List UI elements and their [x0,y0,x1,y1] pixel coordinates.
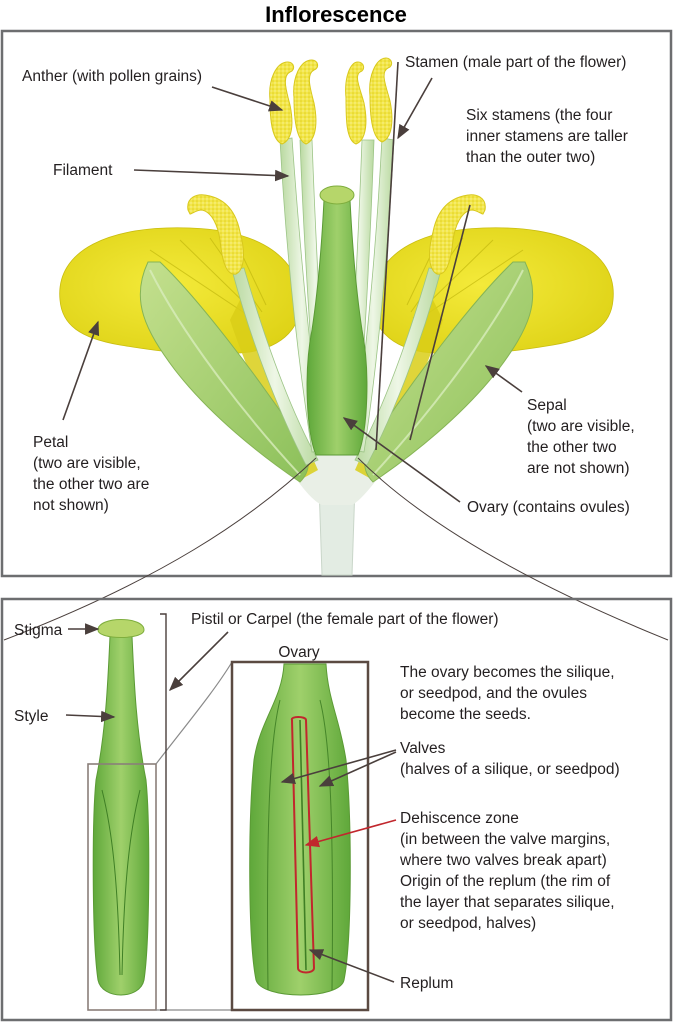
style [92,635,150,996]
arrow-dehiscence [304,819,397,848]
pistil-bracket [160,613,167,1011]
label-ovary-becomes: The ovary becomes the silique, or seedpo… [400,664,619,723]
arrow-replum [308,949,395,983]
arrow-stamen [397,77,433,140]
arrow-anther [211,86,284,112]
ovary-detail [249,663,351,996]
ovary-zoom-box [230,660,370,1012]
arrow-pistil [168,631,229,692]
ovary-zoom-box-small [87,763,157,1011]
filament-outer-right [354,267,442,466]
filament-outer-left [231,267,319,466]
label-pistil: Pistil or Carpel (the female part of the… [191,611,499,628]
anther-outer-right [429,194,486,275]
page-title: Inflorescence [265,2,407,27]
flower-illustration [59,57,614,576]
arrow-petal [62,320,100,421]
zoom-line-right [357,457,669,641]
label-petal: Petal (two are visible, the other two ar… [33,434,154,514]
bottom-panel-frame [0,597,673,1022]
anthers-inner [269,57,393,145]
pistil-detail [92,619,150,996]
arrow-sepal [484,365,523,393]
stigma-small [97,619,145,638]
petal-left-veins [149,237,267,321]
arrow-six-stamens [409,204,471,441]
top-panel-frame [0,29,673,578]
anther [293,59,319,145]
label-stigma: Stigma [14,622,63,639]
anther [269,61,295,145]
arrow-valve-left [280,749,397,785]
label-filament: Filament [53,162,113,179]
label-dehiscence: Dehiscence zone (in between the valve ma… [399,810,619,932]
label-anther: Anther (with pollen grains) [22,68,202,85]
arrow-filament [133,169,290,182]
anther [345,61,367,145]
label-ovary-contains: Ovary (contains ovules) [467,499,630,516]
ovary-body [249,663,351,996]
label-replum: Replum [400,975,453,992]
label-ovary-box: Ovary [278,644,320,661]
petal-right-veins [406,237,524,321]
label-valves: Valves (halves of a silique, or seedpod) [400,740,620,778]
label-style: Style [14,708,48,725]
zoom-line-left [3,457,317,641]
arrow-style [65,710,116,723]
replum-outline [290,716,316,974]
arrow-ovary [342,417,461,503]
anther [369,57,393,143]
label-six-stamens: Six stamens (the four inner stamens are … [466,107,632,166]
stigma [319,185,355,205]
zoom-line-small-top [155,661,233,765]
pistil [306,199,368,456]
label-sepal: Sepal (two are visible, the other two ar… [527,397,639,477]
sepal-right [364,261,534,483]
anther-outer-left [187,194,244,275]
arrow-valve-right [318,751,397,787]
sepal-left [139,261,309,483]
label-stamen: Stamen (male part of the flower) [405,54,626,71]
